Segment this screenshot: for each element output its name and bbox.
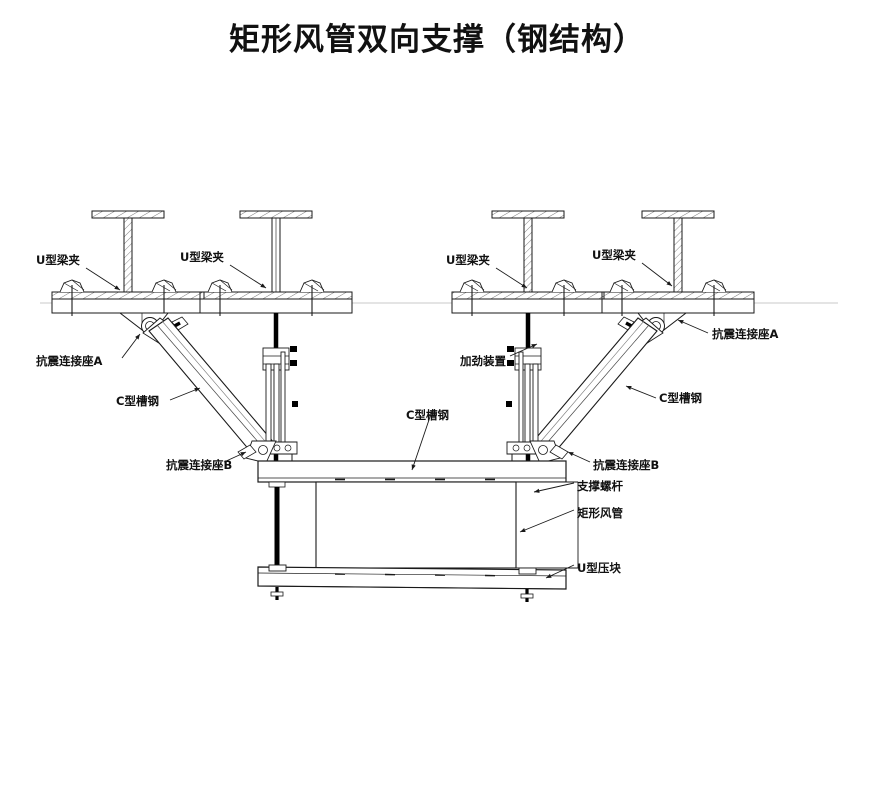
u-pressure-block-right: [518, 567, 537, 602]
page-title: 矩形风管双向支撑（钢结构）: [229, 22, 645, 58]
bottom-horizontal-c-channel: [257, 564, 567, 602]
label-seismic-base-b-left: 抗震连接座B: [166, 458, 233, 472]
ibeam-assembly-2: [199, 210, 353, 316]
label-u-pressure-block: U型压块: [577, 561, 621, 575]
u-beam-clamp-shape: [59, 279, 177, 316]
seismic-connection-base-b-left: [237, 440, 277, 464]
c-channel-brace-right: [530, 317, 658, 459]
label-u-beam-clamp-4: U型梁夹: [592, 248, 636, 262]
seismic-connection-base-b-right: [529, 440, 569, 464]
leader-lines: [85, 262, 709, 579]
label-c-channel-right: C型槽钢: [659, 391, 702, 405]
label-seismic-base-b-right: 抗震连接座B: [593, 458, 660, 472]
label-u-beam-clamp-3: U型梁夹: [446, 253, 490, 267]
label-u-beam-clamp-2: U型梁夹: [180, 250, 224, 264]
ibeam-assembly-4: [601, 210, 755, 316]
label-c-channel-center: C型槽钢: [406, 408, 449, 422]
label-stiffening-device: 加劲装置: [460, 354, 506, 368]
label-seismic-base-a-left: 抗震连接座A: [36, 354, 103, 368]
label-support-threaded-rod: 支撑螺杆: [577, 479, 623, 493]
label-seismic-base-a-right: 抗震连接座A: [712, 327, 779, 341]
label-rectangular-duct: 矩形风管: [577, 506, 623, 520]
ibeam-assembly-3: [451, 210, 605, 316]
c-channel-brace-left: [148, 317, 276, 459]
label-c-channel-left: C型槽钢: [116, 394, 159, 408]
rectangular-duct: [315, 481, 579, 569]
label-u-beam-clamp-1: U型梁夹: [36, 253, 80, 267]
u-pressure-block-left: [268, 564, 287, 600]
